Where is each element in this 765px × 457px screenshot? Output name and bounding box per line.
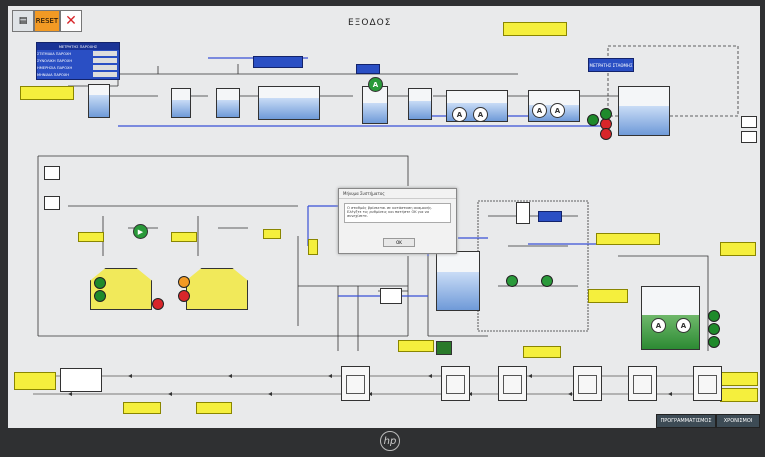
equipment-block [741,116,757,128]
controller-box [60,368,102,392]
setpoint-button-3[interactable] [538,211,562,222]
status-alarm-indicator [178,290,190,302]
close-button[interactable]: ✕ [60,10,82,32]
home-button[interactable]: ▤ [12,10,34,32]
pump-icon[interactable]: A [452,107,467,122]
tank-filter [516,202,530,224]
label-bottom-1 [123,402,161,414]
label-bottom-right-2 [720,388,758,402]
label-right-3 [588,289,628,303]
tank-6 [408,88,432,120]
filter-cell-2 [441,366,470,401]
pump-icon[interactable]: A [532,103,547,118]
status-ok-indicator [541,275,553,287]
filter-cell-6 [693,366,722,401]
label-vertical [308,239,318,255]
status-alarm-indicator [600,128,612,140]
flow-row-instant: ΣΤΙΓΜΙΑΙΑ ΠΑΡΟΧΗ [37,50,119,57]
tank-green [641,286,700,350]
label-top-right [503,22,567,36]
status-ok-indicator [94,290,106,302]
equipment-block [741,131,757,143]
status-ok-indicator [600,108,612,120]
close-icon: ✕ [65,13,77,29]
setpoint-button-1[interactable] [253,56,303,68]
sludge-tank-2 [186,268,248,310]
pump-icon[interactable]: A [368,77,383,92]
equipment-block [44,166,60,180]
system-message-dialog: Μήνυμα Συστήματος Ο σταθμός βρίσκεται σε… [338,188,457,254]
hmi-screen: ▤ RESET ✕ ΕΞΟΔΟΣ [8,6,760,428]
label-right-2 [720,242,756,256]
tank-5 [362,86,388,124]
tab-timers[interactable]: ΧΡΟΝΙΣΜΟΙ [716,414,760,428]
equipment-block [380,288,402,304]
label-mid [398,340,434,352]
filter-cell-1 [341,366,370,401]
tank-4 [258,86,320,120]
tank-small [436,341,452,355]
flow-row-daily: ΗΜΕΡΗΣΙΑ ΠΑΡΟΧΗ [37,64,119,71]
flow-panel-title: ΜΕΤΡΗΤΗΣ ΠΑΡΟΧΗΣ [37,43,119,50]
setpoint-button-2[interactable] [356,64,380,74]
label-bottom-2 [196,402,232,414]
pump-icon[interactable]: A [651,318,666,333]
tank-9 [618,86,670,136]
label-inlet [20,86,74,100]
status-alarm-indicator [178,276,190,288]
flow-row-total: ΣΥΝΟΛΙΚΗ ΠΑΡΟΧΗ [37,57,119,64]
label-right-1 [596,233,660,245]
flow-meter-panel: ΜΕΤΡΗΤΗΣ ΠΑΡΟΧΗΣ ΣΤΙΓΜΙΑΙΑ ΠΑΡΟΧΗ ΣΥΝΟΛΙ… [36,42,120,80]
equipment-block [44,196,60,210]
label-bottom-right-1 [720,372,758,386]
status-ok-indicator [708,336,720,348]
status-ok-indicator [94,277,106,289]
level-meter-button[interactable]: ΜΕΤΡΗΤΗΣ ΣΤΑΘΜΗΣ [588,58,634,72]
pump-icon[interactable]: A [550,103,565,118]
status-ok-indicator [506,275,518,287]
label-blower-2 [171,232,197,242]
status-ok-indicator [708,310,720,322]
label-mid-2 [523,346,561,358]
dialog-ok-button[interactable]: ΟΚ [383,238,415,247]
status-ok-indicator [587,114,599,126]
sludge-tank-1 [90,268,152,310]
reset-button[interactable]: RESET [34,10,60,32]
pump-icon[interactable]: ▶ [133,224,148,239]
tank-3 [216,88,240,118]
monitor-logo: hp [380,431,400,451]
filter-cell-3 [498,366,527,401]
home-icon: ▤ [18,16,28,26]
page-title: ΕΞΟΔΟΣ [348,18,392,28]
pump-icon[interactable]: A [473,107,488,122]
tank-1 [88,84,110,118]
filter-cell-5 [628,366,657,401]
label-bottom-left [14,372,56,390]
status-ok-indicator [708,323,720,335]
filter-cell-4 [573,366,602,401]
label-blower [78,232,104,242]
tank-2 [171,88,191,118]
pump-icon[interactable]: A [676,318,691,333]
dialog-message: Ο σταθμός βρίσκεται σε κατάσταση αναμονή… [344,203,451,223]
dialog-title: Μήνυμα Συστήματος [339,189,456,199]
label-small-1 [263,229,281,239]
tank-storage [436,251,480,311]
status-alarm-indicator [152,298,164,310]
flow-row-monthly: ΜΗΝΙΑΙΑ ΠΑΡΟΧΗ [37,71,119,78]
tab-programming[interactable]: ΠΡΟΓΡΑΜΜΑΤΙΣΜΟΣ [656,414,716,428]
